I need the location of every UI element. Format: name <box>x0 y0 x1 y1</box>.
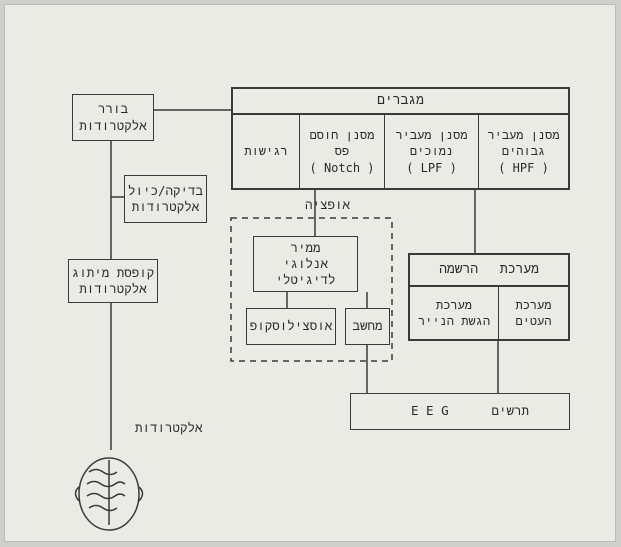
pen-system-cell: מערכת העטים <box>515 297 552 328</box>
diagram-paper <box>4 4 616 542</box>
electrode-check-box: בדיקה/כיול אלקטרודות <box>124 175 207 223</box>
sensitivity-cell: רגישות <box>233 115 300 188</box>
electrodes-label: אלקטרודות <box>135 420 203 435</box>
electrode-selector-box: בורר אלקטרודות <box>72 94 154 141</box>
eeg-chart-label: תרשים <box>491 403 529 419</box>
optional-dashed-frame <box>230 217 393 362</box>
computer-box: מחשב <box>345 308 390 345</box>
oscilloscope-box: אוסצילוסקופ <box>246 308 336 345</box>
amplifiers-box: מגברים מסנן מעביר גבוהים ( HPF ) מסנן מע… <box>231 87 570 190</box>
paper-feed-cell: מערכת הגשת הנייר <box>410 287 499 339</box>
electrode-junction-box: קופסת מיתוג אלקטרודות <box>68 259 158 303</box>
amplifiers-title: מגברים <box>233 89 568 115</box>
notch-filter: מסנן חוסם פס ( Notch ) <box>300 115 385 188</box>
eeg-chart-box: תרשים E E G <box>350 393 570 430</box>
eeg-chart-value: E E G <box>411 403 449 419</box>
low-pass-filter: מסנן מעביר נמוכים ( LPF ) <box>385 115 479 188</box>
recording-system-title: מערכת הרשמה <box>410 255 568 287</box>
adc-box: ממיר אנלוגי לדיגיטלי <box>253 236 358 292</box>
optional-label: אופציה <box>305 197 351 212</box>
high-pass-filter: מסנן מעביר גבוהים ( HPF ) <box>487 128 560 175</box>
recording-system-box: מערכת הרשמה מערכת העטים מערכת הגשת הנייר <box>408 253 570 341</box>
head-icon <box>74 457 144 531</box>
